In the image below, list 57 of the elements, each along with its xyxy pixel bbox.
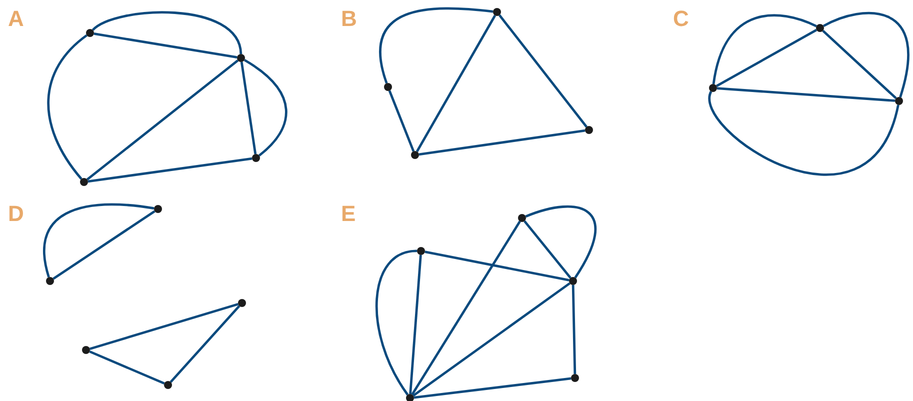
graph-edge	[524, 220, 572, 279]
graph-edge	[414, 377, 572, 399]
vertex-dot	[406, 394, 414, 401]
vertex-dot	[46, 277, 54, 285]
graph-edge	[170, 305, 240, 383]
vertex-dot	[493, 8, 501, 16]
graph-edge	[716, 87, 896, 102]
vertex-dot	[252, 154, 260, 162]
vertex-dot	[164, 381, 172, 389]
graph-edge	[43, 203, 154, 278]
graph-edge	[716, 28, 818, 88]
graph-edge	[88, 157, 252, 183]
graph-edge	[498, 14, 588, 128]
panel-letter: C	[673, 8, 689, 30]
vertex-dot	[709, 84, 717, 92]
panel-letter: D	[8, 203, 24, 225]
vertex-dot	[80, 178, 88, 186]
graph-edge	[411, 220, 521, 396]
graph-edge	[86, 60, 239, 180]
vertex-dot	[238, 299, 246, 307]
graph-edge	[418, 129, 586, 156]
graph-edge	[572, 284, 576, 374]
vertex-dot	[411, 151, 419, 159]
vertex-dot	[417, 247, 425, 255]
graph-edge	[240, 62, 257, 154]
graph-edge	[525, 206, 596, 278]
graph-edge	[409, 254, 422, 394]
vertex-dot	[384, 83, 392, 91]
graph-edge	[92, 11, 242, 54]
graph-edge	[376, 250, 418, 396]
vertex-dot	[86, 29, 94, 37]
graph-edge	[52, 210, 156, 280]
vertex-dot	[237, 54, 245, 62]
graph-edge	[822, 12, 910, 98]
graph-edge	[412, 282, 570, 397]
vertex-dot	[518, 214, 526, 222]
graph-edge	[89, 303, 239, 350]
vertex-dot	[82, 346, 90, 354]
graph-edge	[416, 14, 496, 152]
graph-edge	[708, 91, 900, 176]
graph-edge	[94, 32, 238, 59]
vertex-dot	[895, 97, 903, 105]
graph-edge	[388, 90, 415, 152]
graph-edge	[47, 34, 88, 180]
graph-edge	[424, 250, 570, 282]
graph-edge	[379, 7, 494, 84]
vertex-dot	[816, 24, 824, 32]
panel-letter: A	[8, 8, 24, 30]
vertex-dot	[154, 205, 162, 213]
panel-letter: B	[341, 8, 357, 30]
graph-edge	[822, 30, 897, 100]
vertex-dot	[585, 126, 593, 134]
panel-letter: E	[341, 203, 356, 225]
graph-edge	[712, 14, 817, 84]
vertex-dot	[571, 374, 579, 382]
graph-edge	[89, 350, 165, 385]
graph-edge	[244, 58, 288, 156]
